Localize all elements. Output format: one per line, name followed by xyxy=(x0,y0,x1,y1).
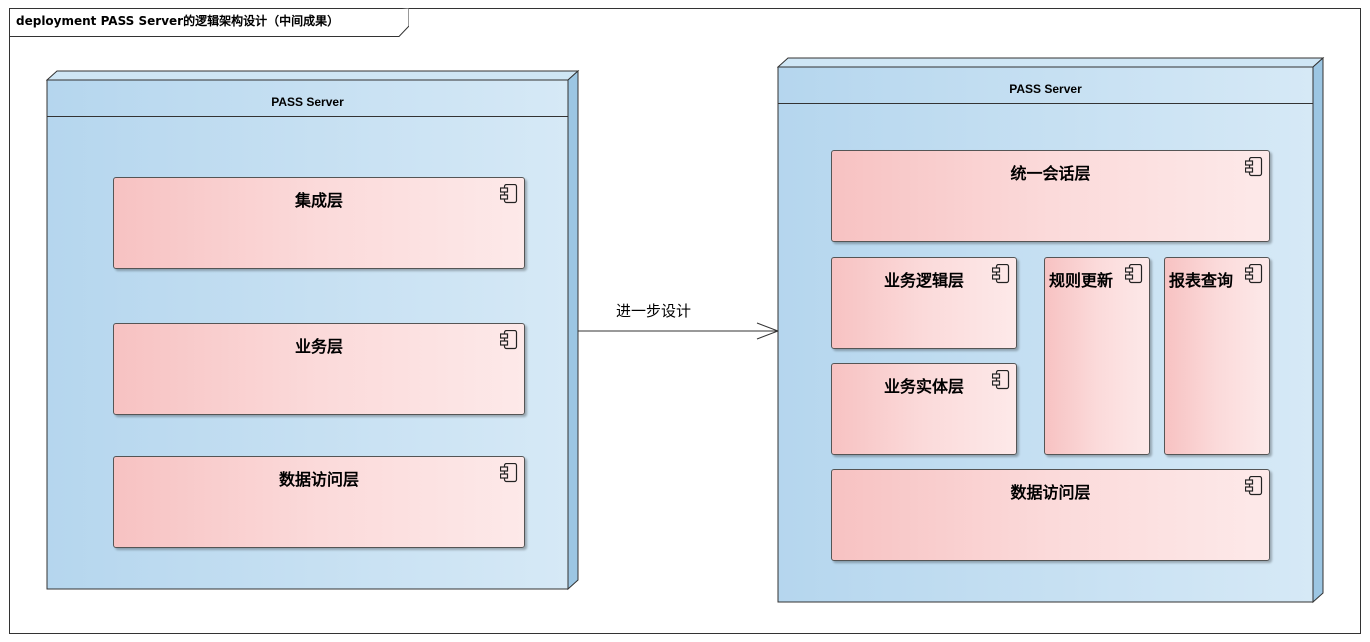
right-node-separator xyxy=(778,103,1313,104)
component-icon xyxy=(1245,157,1263,177)
component-icon xyxy=(500,330,518,350)
component-label: 规则更新 xyxy=(1049,271,1114,290)
diagram-frame xyxy=(9,8,1361,634)
frame-title: deployment PASS Server的逻辑架构设计（中间成果） xyxy=(16,14,340,28)
component-label: 数据访问层 xyxy=(278,470,359,489)
component-icon xyxy=(1245,264,1263,284)
component-icon xyxy=(1125,264,1143,284)
component-label: 业务层 xyxy=(294,337,343,356)
frame-tab xyxy=(9,8,409,37)
component-icon xyxy=(500,184,518,204)
component-label: 数据访问层 xyxy=(1010,483,1091,502)
component-data-access-right[interactable]: 数据访问层 xyxy=(831,469,1270,561)
component-icon xyxy=(1245,476,1263,496)
component-icon xyxy=(992,264,1010,284)
component-icon xyxy=(992,370,1010,390)
component-icon xyxy=(500,463,518,483)
left-node-separator xyxy=(47,116,568,117)
component-business[interactable]: 业务层 xyxy=(113,323,525,415)
component-data-access[interactable]: 数据访问层 xyxy=(113,456,525,548)
component-report-query[interactable]: 报表查询 xyxy=(1164,257,1270,455)
component-label: 集成层 xyxy=(294,191,343,210)
connector-label: 进一步设计 xyxy=(616,302,692,320)
left-node-title: PASS Server xyxy=(271,95,344,109)
component-label: 报表查询 xyxy=(1169,271,1234,290)
component-unified-session[interactable]: 统一会话层 xyxy=(831,150,1270,242)
component-integration[interactable]: 集成层 xyxy=(113,177,525,269)
component-label: 统一会话层 xyxy=(1010,164,1091,183)
component-business-entity[interactable]: 业务实体层 xyxy=(831,363,1017,455)
component-label: 业务逻辑层 xyxy=(883,271,964,290)
right-node-title: PASS Server xyxy=(1009,82,1082,96)
component-business-logic[interactable]: 业务逻辑层 xyxy=(831,257,1017,349)
component-rule-update[interactable]: 规则更新 xyxy=(1044,257,1150,455)
component-label: 业务实体层 xyxy=(883,377,964,396)
refinement-arrow[interactable] xyxy=(578,318,780,344)
